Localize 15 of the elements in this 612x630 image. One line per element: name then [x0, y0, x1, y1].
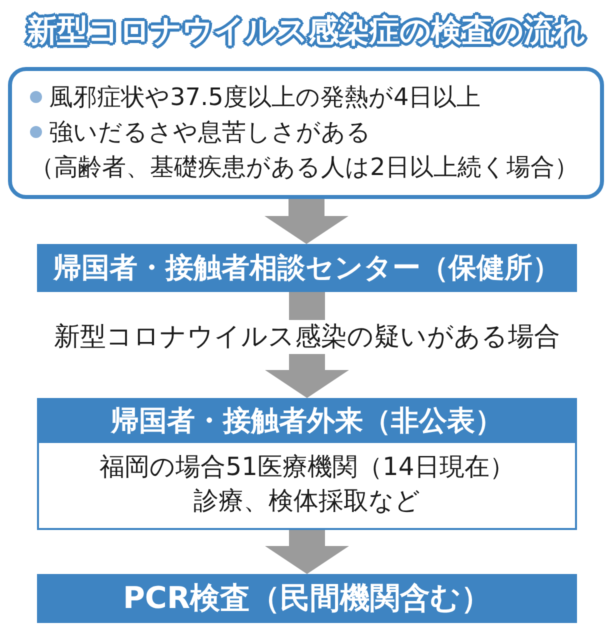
arrow [265, 292, 349, 398]
node-heading: 帰国者・接触者外来（非公表） [37, 398, 577, 443]
node-label: PCR検査（民間機関含む） [122, 580, 492, 616]
process-box [37, 574, 577, 623]
node-label: 帰国者・接触者相談センター（保健所） [54, 250, 560, 286]
body-text: 福岡の場合51医療機関（14日現在） [100, 451, 514, 483]
note-text: （高齢者、基礎疾患がある人は2日以上続く場合） [30, 152, 578, 182]
body-text: 診療、検体採取など [194, 485, 420, 517]
condition-text: 強いだるさや息苦しさがある [49, 116, 371, 146]
process-box [37, 244, 577, 292]
condition-box [8, 67, 604, 199]
condition-text: 風邪症状や37.5度以上の発熱が4日以上 [49, 82, 481, 112]
arrow [264, 199, 348, 244]
arrow [265, 530, 349, 574]
process-box [37, 398, 577, 530]
